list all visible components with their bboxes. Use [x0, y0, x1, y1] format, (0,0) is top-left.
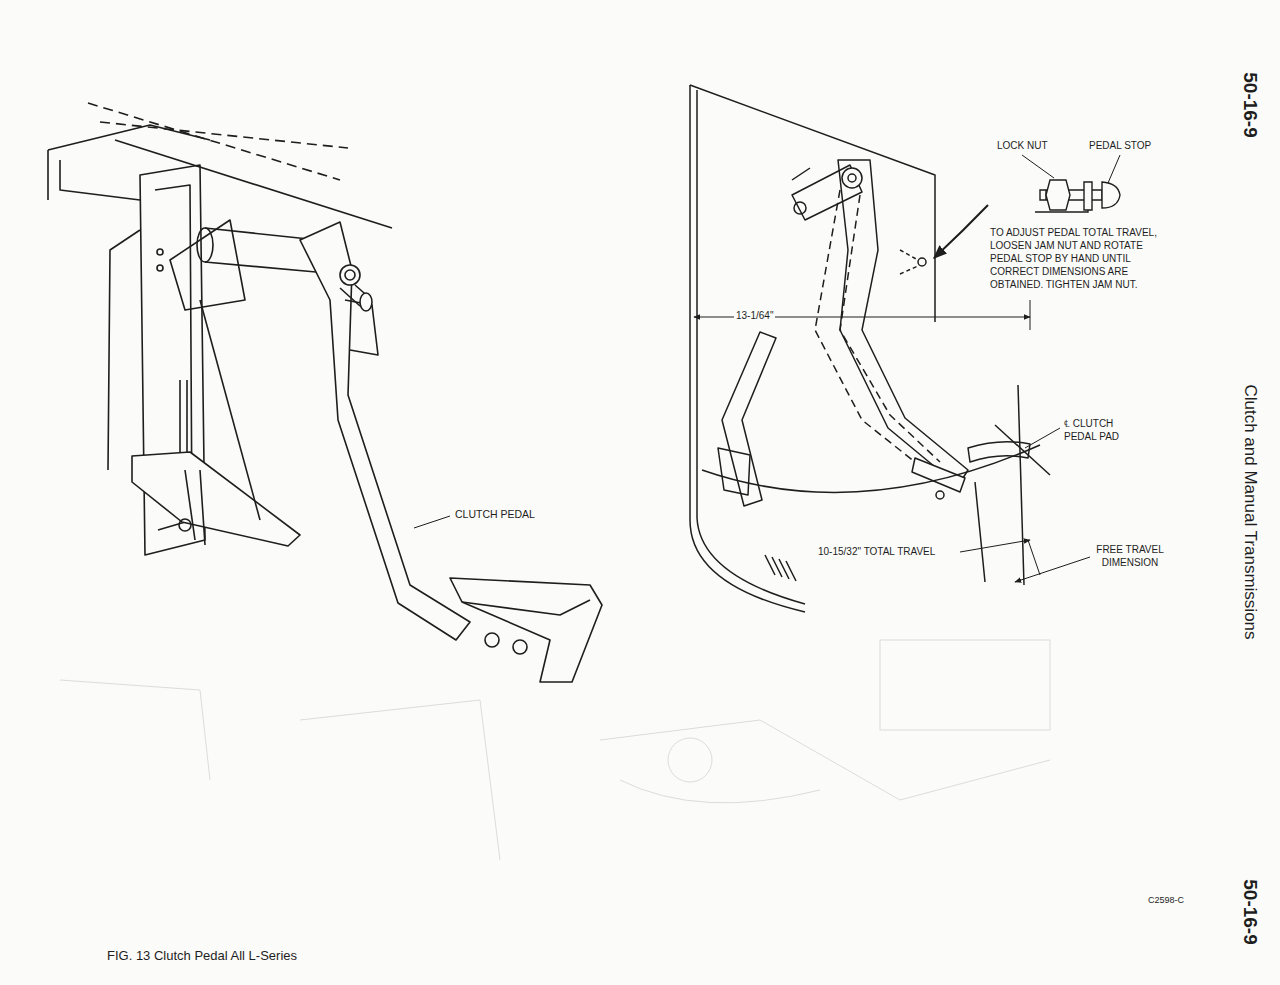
adjustment-note: TO ADJUST PEDAL TOTAL TRAVEL, LOOSEN JAM… — [990, 226, 1168, 291]
dimension-label: FREE TRAVEL DIMENSION — [1094, 544, 1166, 569]
clutch-pedal-assembly — [48, 103, 602, 682]
part-label: CLUTCH PEDAL — [455, 508, 535, 521]
pedal-stop-detail — [1035, 180, 1120, 212]
page-number: 50-16-9 — [1238, 879, 1262, 945]
dimension-label: 10-15/32" TOTAL TRAVEL — [818, 546, 935, 559]
running-header: Clutch and Manual Transmissions — [1239, 384, 1260, 639]
pedal-travel-view — [690, 85, 1050, 612]
centerline-label: ℄ CLUTCH PEDAL PAD — [1064, 418, 1144, 443]
dimension-label: 13-1/64" — [734, 310, 775, 323]
dimension-lines — [694, 155, 1120, 582]
figure-caption: FIG. 13 Clutch Pedal All L-Series — [107, 948, 297, 964]
part-label: LOCK NUT — [997, 140, 1048, 153]
leader-line — [414, 516, 450, 528]
part-label: PEDAL STOP — [1089, 140, 1151, 153]
figure-code: C2598-C — [1148, 895, 1184, 906]
page-number: 50-16-9 — [1238, 72, 1262, 138]
